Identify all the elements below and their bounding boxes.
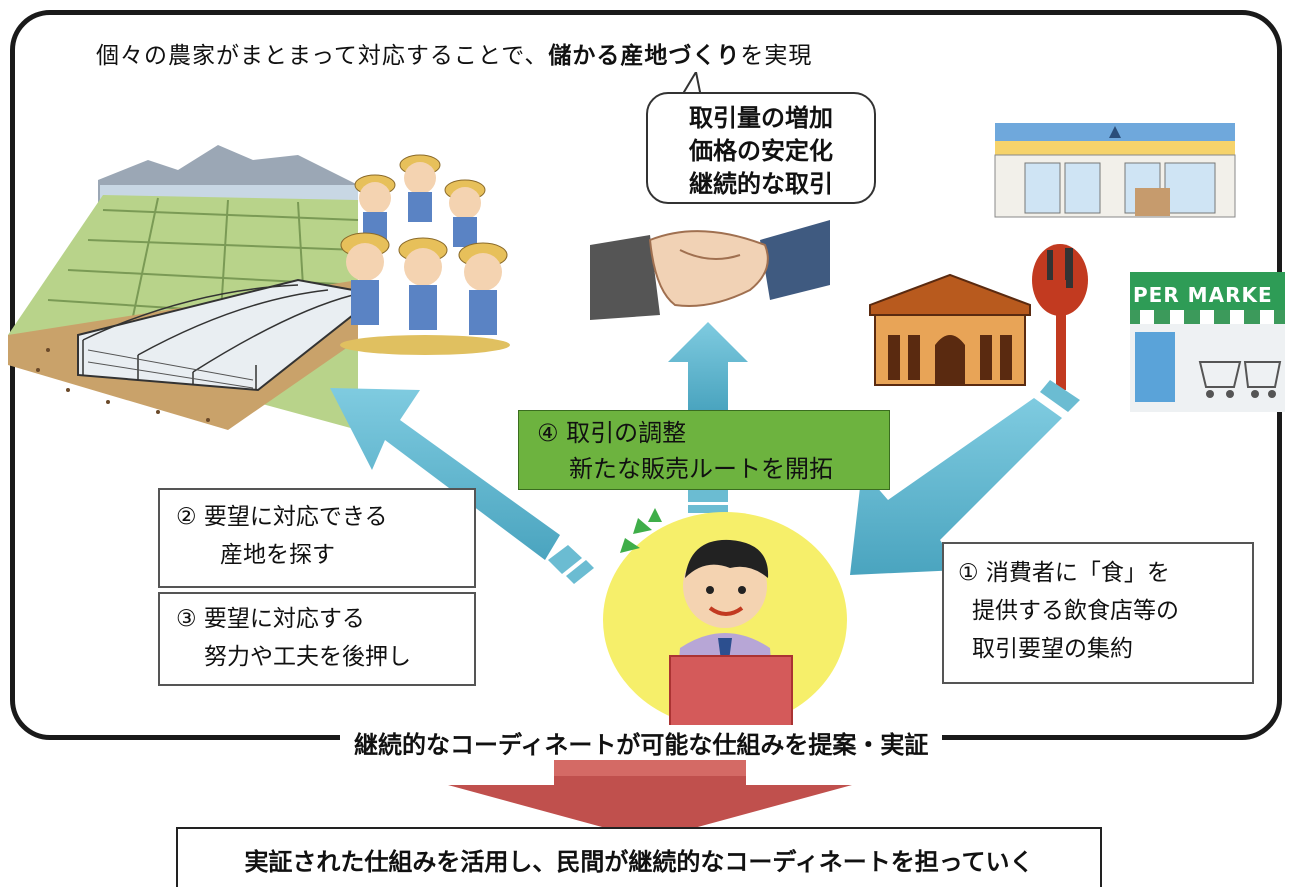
step-1-line-1: ① 消費者に「食」を [958,560,1170,586]
convenience-store-illustration [994,123,1236,218]
farmers-group-illustration [340,154,510,355]
benefit-continuity: 継続的な取引 [689,170,833,198]
step-2-box: ② 要望に対応できる 産地を探す [158,488,476,588]
step-4-line-2: 新たな販売ルートを開拓 [569,455,833,483]
down-arrow [448,760,852,840]
benefit-price: 価格の安定化 [689,137,833,165]
headline: 個々の農家がまとまって対応することで、儲かる産地づくりを実現 [96,43,813,69]
step-1-line-2: 提供する飲食店等の [972,598,1179,624]
farm-field-illustration [8,145,359,430]
restaurant-illustration [869,244,1088,390]
system-caption: 継続的なコーディネートが可能な仕組みを提案・実証 [340,725,943,760]
handshake-illustration [590,220,830,320]
arrow-from-restaurants [850,380,1080,575]
step-3-line-1: ③ 要望に対応する [176,606,365,632]
supermarket-illustration [1130,272,1285,412]
arrow-to-farm [330,388,594,584]
step-3-line-2: 努力や工夫を後押し [204,644,411,670]
supermarket-sign: PER MARKE [1133,283,1273,307]
arrow-to-handshake [668,322,748,513]
step-1-box: ① 消費者に「食」を 提供する飲食店等の 取引要望の集約 [942,542,1254,684]
benefit-volume: 取引量の増加 [689,104,833,132]
step-2-line-2: 産地を探す [220,542,335,568]
coordinator-person-illustration [603,508,847,726]
step-2-line-1: ② 要望に対応できる [176,504,388,530]
step-1-line-3: 取引要望の集約 [972,636,1133,662]
step-4-line-1: ④ 取引の調整 [537,419,687,447]
step-3-box: ③ 要望に対応する 努力や工夫を後押し [158,592,476,686]
benefits-bubble: 取引量の増加 価格の安定化 継続的な取引 [646,92,876,204]
step-4-box: ④ 取引の調整 新たな販売ルートを開拓 [518,410,890,490]
conclusion-box: 実証された仕組みを活用し、民間が継続的なコーディネートを担っていく [176,827,1102,887]
headline-emphasis: 儲かる産地づくり [548,43,741,69]
